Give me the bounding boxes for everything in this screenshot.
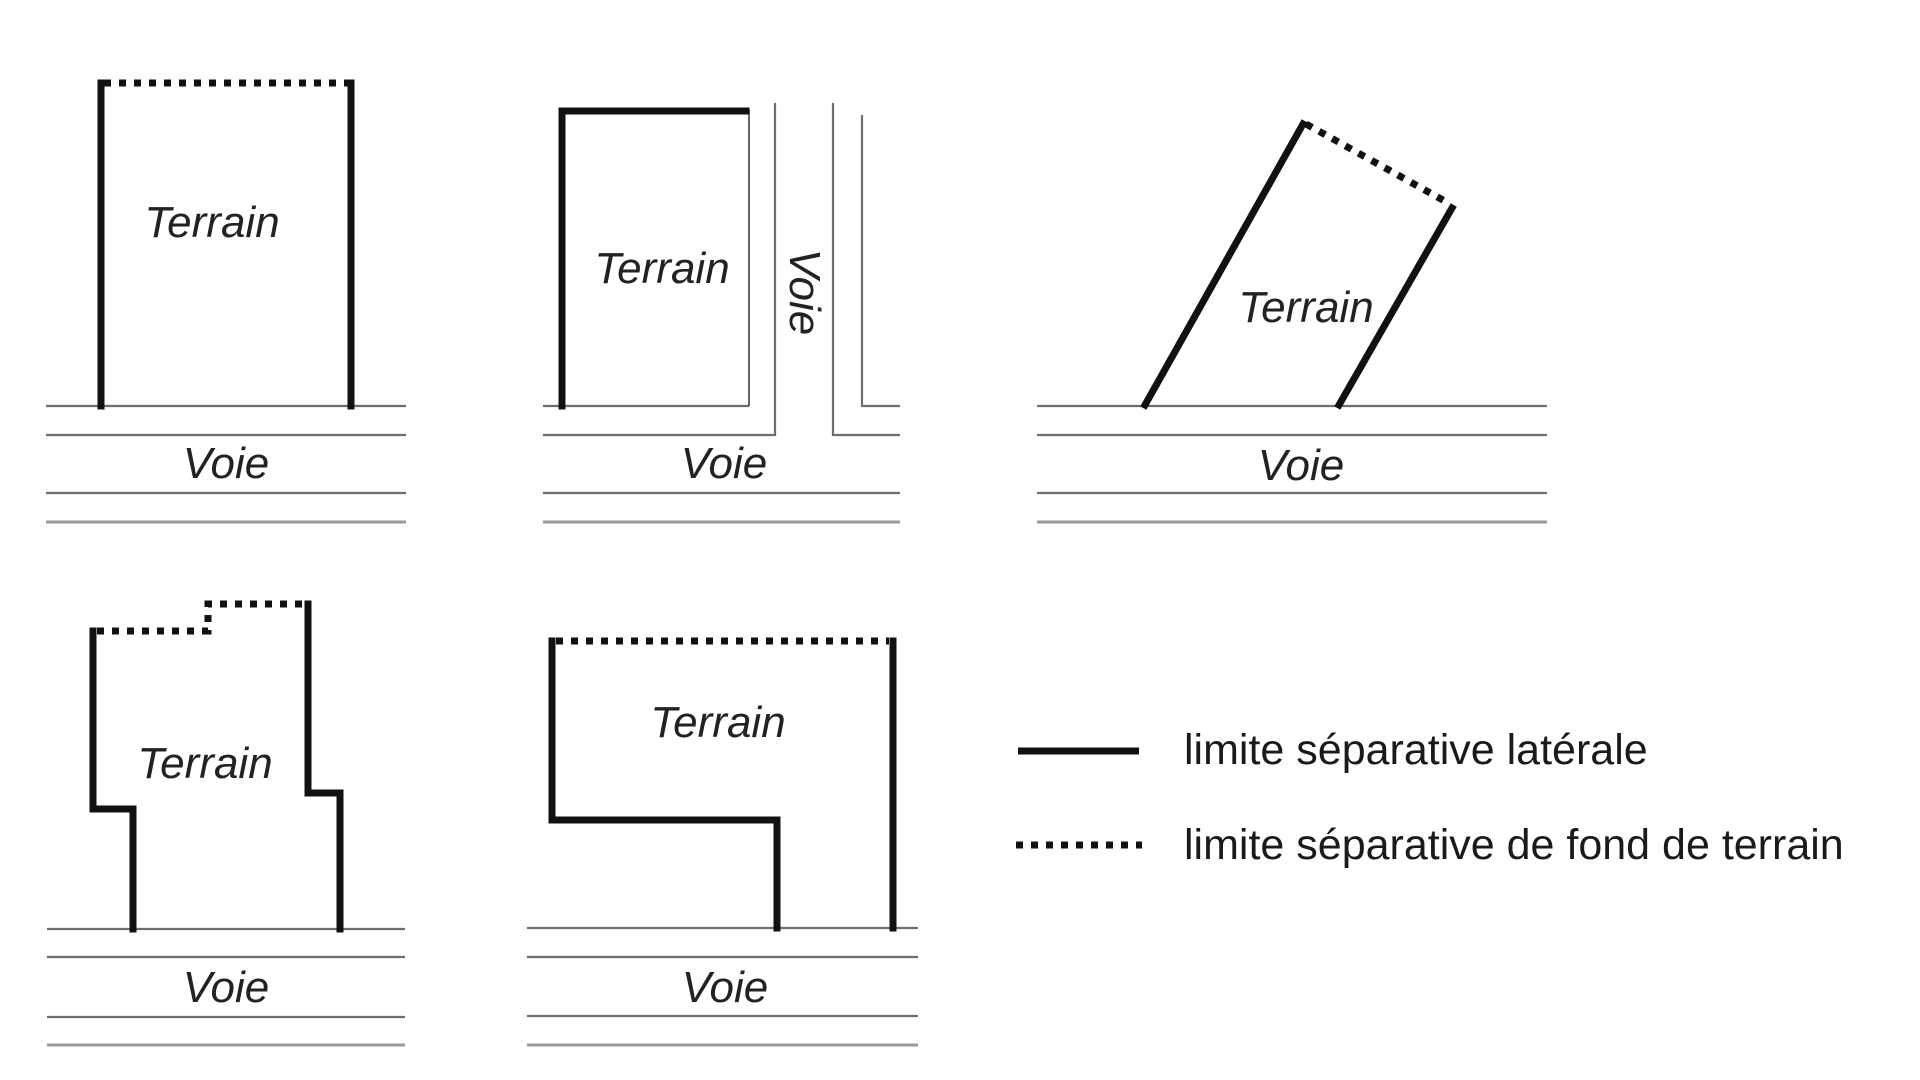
terrain-label: Terrain — [144, 198, 279, 247]
rear-limit — [97, 600, 305, 635]
lateral-limit-right — [304, 600, 344, 933]
panel-rectangulaire: Terrain Voie — [46, 79, 406, 524]
legend-label-fond: limite séparative de fond de terrain — [1184, 821, 1844, 869]
terrain-label: Terrain — [1238, 283, 1373, 332]
road-edge-line — [543, 103, 777, 437]
panel-angle: Terrain Voie Voie — [543, 103, 900, 524]
panel-decroche: Terrain Voie — [47, 600, 405, 1047]
panel-en-l: Terrain Voie — [527, 637, 918, 1047]
voie-label: Voie — [682, 963, 768, 1012]
legend-label-lateral: limite séparative latérale — [1184, 726, 1648, 774]
lateral-limit-left — [548, 637, 781, 932]
lateral-limit — [558, 107, 750, 410]
lateral-limit-left — [89, 627, 137, 933]
road-edge-line — [860, 115, 900, 408]
voie-lateral-label: Voie — [780, 249, 829, 335]
lateral-limit-left — [1140, 119, 1308, 410]
legend: limite séparative latérale limite sépara… — [1016, 726, 1844, 869]
lateral-limit-right — [1334, 203, 1457, 410]
terrain-label: Terrain — [650, 698, 785, 747]
rear-limit — [1304, 120, 1452, 208]
road-edge-line — [831, 103, 900, 437]
voie-label: Voie — [183, 963, 269, 1012]
voie-label: Voie — [681, 439, 767, 488]
voie-label: Voie — [183, 439, 269, 488]
terrain-label: Terrain — [594, 244, 729, 293]
panel-oblique: Terrain Voie — [1037, 119, 1547, 524]
terrain-label: Terrain — [137, 739, 272, 788]
voie-label: Voie — [1258, 441, 1344, 490]
